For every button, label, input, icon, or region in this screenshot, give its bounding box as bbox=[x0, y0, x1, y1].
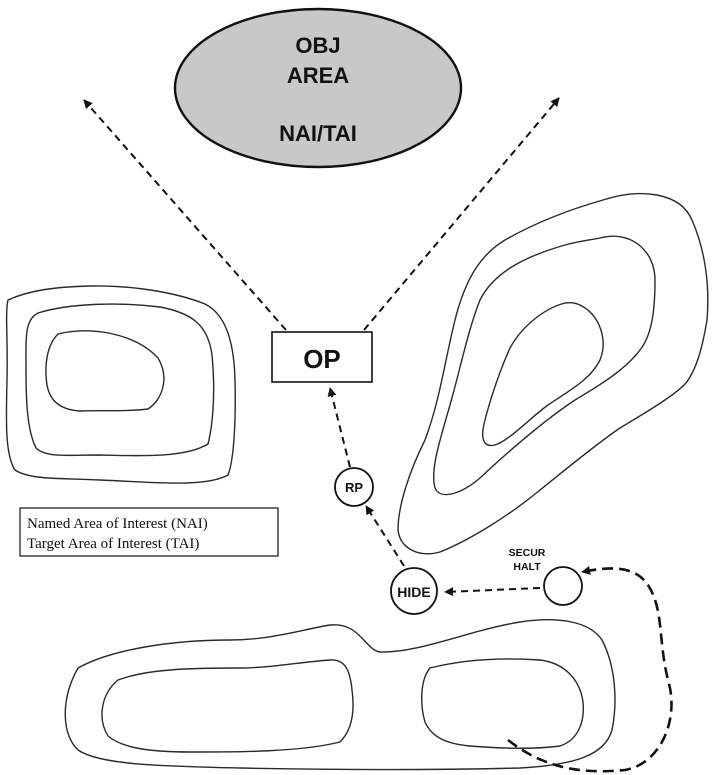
contour-line bbox=[64, 619, 616, 771]
legend-box bbox=[19, 507, 279, 557]
observation-post-box bbox=[271, 331, 373, 383]
objective-label-line2: AREA bbox=[287, 63, 349, 88]
observation-post-label: OP bbox=[303, 344, 341, 374]
objective-label-line3: NAI/TAI bbox=[279, 121, 357, 146]
security-halt-circle bbox=[543, 566, 583, 606]
contour-line bbox=[482, 301, 604, 447]
route-halt-to-hide bbox=[444, 587, 541, 597]
rally-point-label: RP bbox=[345, 480, 363, 495]
hide-position-label: HIDE bbox=[397, 584, 430, 600]
security-halt-label-line1: SECUR bbox=[509, 547, 546, 559]
contour-line bbox=[25, 303, 215, 457]
rally-point: RP bbox=[334, 467, 374, 507]
contour-line bbox=[101, 659, 354, 753]
objective-label-line1: OBJ bbox=[295, 33, 340, 58]
observation-line-left bbox=[83, 99, 287, 331]
route-approach-loop bbox=[507, 565, 673, 773]
hide-position-circle bbox=[390, 567, 438, 615]
hide-position: HIDE bbox=[390, 567, 438, 615]
rally-point-circle bbox=[334, 467, 374, 507]
terrain-right bbox=[397, 192, 709, 555]
security-halt: SECUR HALT bbox=[509, 547, 583, 606]
security-halt-label-line2: HALT bbox=[513, 561, 541, 573]
legend: Named Area of Interest (NAI) Target Area… bbox=[19, 507, 279, 557]
contour-line bbox=[45, 330, 165, 412]
observation-line-right bbox=[363, 97, 560, 331]
contour-line bbox=[5, 285, 236, 484]
observation-post: OP bbox=[271, 331, 373, 383]
contour-line bbox=[421, 658, 585, 750]
route-hide-to-rp bbox=[365, 505, 405, 567]
objective-area-ellipse bbox=[173, 7, 463, 169]
contour-line bbox=[432, 235, 656, 496]
objective-area: OBJ AREA NAI/TAI bbox=[173, 7, 463, 169]
legend-line-nai: Named Area of Interest (NAI) bbox=[27, 516, 208, 532]
legend-line-tai: Target Area of Interest (TAI) bbox=[27, 536, 199, 552]
contour-line bbox=[397, 192, 709, 555]
route-rp-to-op bbox=[327, 387, 351, 468]
terrain-bottom bbox=[64, 619, 616, 771]
terrain-left bbox=[5, 285, 236, 484]
